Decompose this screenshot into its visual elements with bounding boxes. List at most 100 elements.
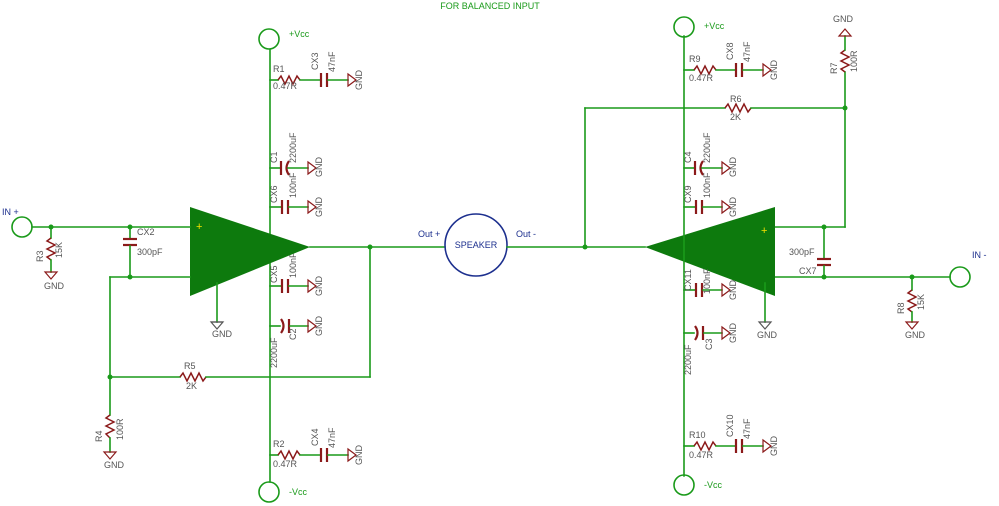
in-minus-label: IN - xyxy=(972,250,987,260)
vcc-pos-terminal-left xyxy=(258,28,280,50)
cx11-name: CX11 xyxy=(683,269,693,291)
speaker-circle xyxy=(444,213,508,277)
c2-name: C2 xyxy=(288,328,298,340)
r9-value: 0.47R xyxy=(689,73,714,83)
cx9-name: CX9 xyxy=(683,185,693,203)
left-amplifier-section: +Vcc -Vcc R1 0.47R CX3 47nF GND C1 2200u… xyxy=(2,28,446,503)
capacitor-c2 xyxy=(280,318,285,334)
speaker-out-plus-label: Out + xyxy=(418,229,440,239)
vcc-neg-label-left: -Vcc xyxy=(289,487,308,497)
cx2-value: 300pF xyxy=(137,247,163,257)
resistor-r9 xyxy=(693,64,717,76)
r1-name: R1 xyxy=(273,64,285,74)
svg-text:GND: GND xyxy=(212,329,233,339)
r8-value: 15K xyxy=(916,294,926,310)
vcc-neg-terminal-right xyxy=(673,474,695,496)
svg-text:GND: GND xyxy=(104,460,125,470)
ground-symbol xyxy=(347,72,357,88)
r4-value: 100R xyxy=(115,418,125,440)
right-amplifier-section: R6 2K GND R7 100R 300pF CX7 IN - GND R8 xyxy=(506,14,987,496)
speaker-label: SPEAKER xyxy=(455,240,498,250)
vcc-neg-label-right: -Vcc xyxy=(704,480,723,490)
r8-name: R8 xyxy=(896,302,906,314)
cx4-value: 47nF xyxy=(327,427,337,448)
r4-name: R4 xyxy=(94,430,104,442)
resistor-r6 xyxy=(724,102,752,114)
cx8-value: 47nF xyxy=(742,41,752,62)
c3-name: C3 xyxy=(704,338,714,350)
left-amplifier xyxy=(190,207,310,296)
speaker-out-minus-label: Out - xyxy=(516,229,536,239)
in-plus-label: IN + xyxy=(2,207,19,217)
r10-value: 0.47R xyxy=(689,450,714,460)
r5-value: 2K xyxy=(186,381,197,391)
svg-text:GND: GND xyxy=(905,330,926,340)
schematic-title: FOR BALANCED INPUT xyxy=(440,1,540,11)
svg-text:GND: GND xyxy=(769,436,779,457)
r2-value: 0.47R xyxy=(273,459,298,469)
in-plus-terminal xyxy=(11,216,33,238)
r1-value: 0.47R xyxy=(273,81,298,91)
cx9-value: 100nF xyxy=(702,172,712,198)
svg-text:GND: GND xyxy=(728,197,738,218)
cx6-name: CX6 xyxy=(269,185,279,203)
resistor-r5 xyxy=(179,371,207,383)
cx5-name: CX5 xyxy=(269,265,279,283)
resistor-r10 xyxy=(693,440,717,452)
resistor-r1 xyxy=(277,74,301,86)
svg-text:GND: GND xyxy=(757,330,778,340)
svg-text:GND: GND xyxy=(728,280,738,301)
vcc-pos-terminal-right xyxy=(673,16,695,38)
cx3-name: CX3 xyxy=(310,52,320,70)
r3-value: 15K xyxy=(54,242,64,258)
c3-value: 2200uF xyxy=(683,344,693,375)
r6-name: R6 xyxy=(730,94,742,104)
amp-plus-sign: + xyxy=(196,221,202,233)
cx7-value: 300pF xyxy=(789,247,815,257)
r10-name: R10 xyxy=(689,430,706,440)
svg-text:GND: GND xyxy=(728,323,738,344)
r9-name: R9 xyxy=(689,54,701,64)
r7-name: R7 xyxy=(829,62,839,74)
c1-value: 2200uF xyxy=(288,132,298,163)
svg-text:GND: GND xyxy=(728,157,738,178)
c2-value: 2200uF xyxy=(269,337,279,368)
cx8-name: CX8 xyxy=(725,42,735,60)
resistor-r2 xyxy=(277,449,301,461)
cx10-value: 47nF xyxy=(742,418,752,439)
vcc-pos-label-right: +Vcc xyxy=(704,21,725,31)
svg-text:GND: GND xyxy=(314,197,324,218)
cx2-name: CX2 xyxy=(137,227,155,237)
gnd-label: GND xyxy=(354,70,364,91)
resistor-r4 xyxy=(104,414,116,439)
c4-value: 2200uF xyxy=(702,132,712,163)
r7-value: 100R xyxy=(849,50,859,72)
svg-text:GND: GND xyxy=(769,60,779,81)
r5-name: R5 xyxy=(184,361,196,371)
cx6-value: 100nF xyxy=(288,172,298,198)
in-minus-terminal xyxy=(949,266,971,288)
r2-name: R2 xyxy=(273,439,285,449)
c1-name: C1 xyxy=(269,151,279,163)
svg-text:GND: GND xyxy=(314,316,324,337)
svg-text:+: + xyxy=(761,225,767,237)
right-amplifier xyxy=(645,207,775,296)
cx5-value: 100nF xyxy=(288,252,298,278)
speaker: SPEAKER Out + Out - xyxy=(418,213,536,277)
r3-name: R3 xyxy=(35,250,45,262)
resistor-r7 xyxy=(839,49,851,73)
resistor-r8 xyxy=(906,289,918,313)
capacitor-c3 xyxy=(694,325,699,341)
svg-text:GND: GND xyxy=(44,281,65,291)
cx3-value: 47nF xyxy=(327,51,337,72)
cx11-value: 100nF xyxy=(702,268,712,294)
cx10-name: CX10 xyxy=(725,414,735,437)
r6-value: 2K xyxy=(730,112,741,122)
vcc-pos-label-left: +Vcc xyxy=(289,29,310,39)
c4-name: C4 xyxy=(683,151,693,163)
svg-text:GND: GND xyxy=(354,445,364,466)
svg-text:GND: GND xyxy=(833,14,854,24)
svg-text:GND: GND xyxy=(314,157,324,178)
vcc-neg-terminal-left xyxy=(258,481,280,503)
